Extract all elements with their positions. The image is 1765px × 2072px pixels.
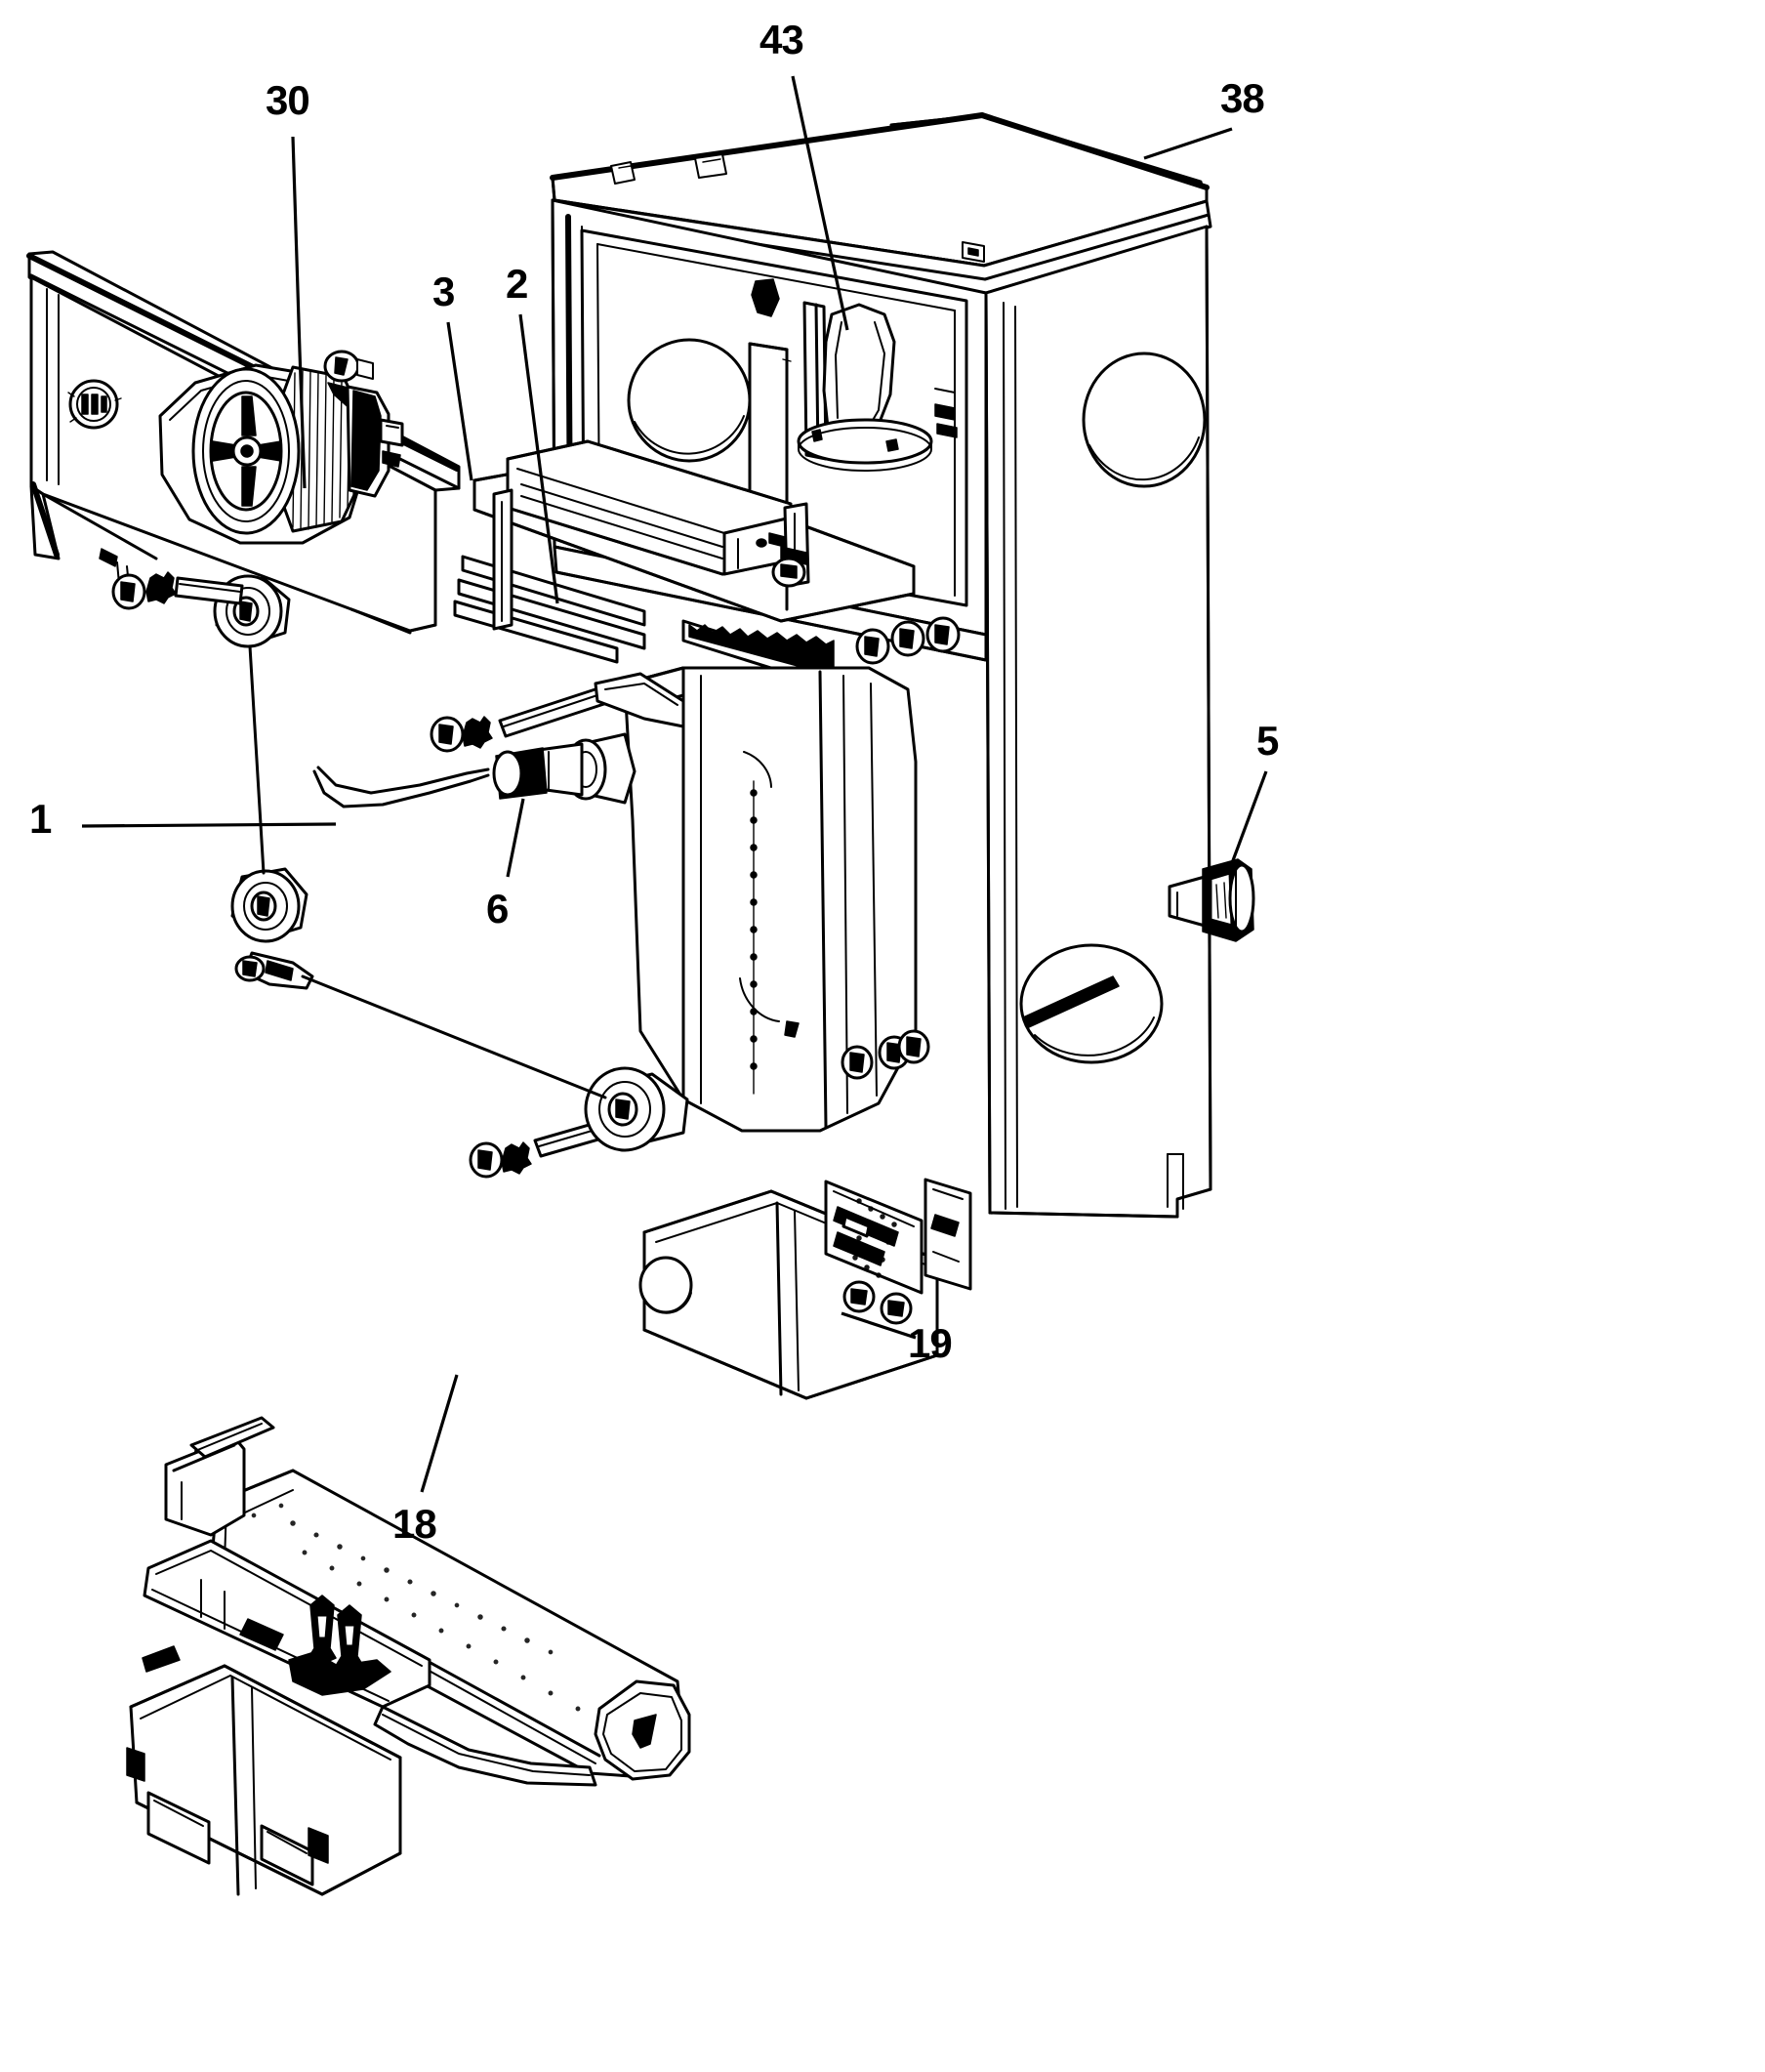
heat-exchanger-assembly: [312, 666, 918, 1179]
callout-label-30: 30: [266, 77, 310, 123]
coil-and-support-assembly: [453, 439, 961, 691]
mount-strap-upper: [594, 672, 685, 728]
inlet-hub: [537, 732, 636, 805]
leader-6: [506, 798, 525, 878]
panel-screw: [323, 350, 374, 383]
leader-5: [1227, 770, 1268, 872]
heat-exchanger-seam: [750, 780, 758, 1095]
inducer-draft-motor: [797, 303, 933, 472]
panel-knockout-grommet: [67, 379, 122, 430]
evaporator-coil: [506, 439, 794, 576]
blower-wheel-assembly: [191, 365, 364, 535]
panel-edge-line: [248, 644, 266, 875]
panel-rollers: [111, 571, 607, 1099]
leader-18: [420, 1374, 459, 1493]
igniter-assembly: [288, 1595, 391, 1696]
cabinet-right-port: [1082, 352, 1207, 488]
burner-feed-tube: [373, 1705, 597, 1787]
callout-label-2: 2: [506, 261, 528, 307]
drain-fitting: [1168, 858, 1255, 942]
burner-tube-stipple: [251, 1503, 581, 1712]
callout-label-3: 3: [432, 269, 455, 314]
coil-bracket-right: [771, 502, 810, 611]
hardware-washers-right: [855, 616, 961, 665]
leader-38: [1143, 127, 1233, 160]
callout-label-19: 19: [908, 1320, 953, 1366]
terminal-speckle: [852, 1198, 897, 1278]
callout-label-43: 43: [759, 17, 804, 62]
cabinet-assembly: [550, 112, 1212, 1219]
callout-label-38: 38: [1220, 75, 1265, 121]
callout-label-1: 1: [29, 796, 52, 842]
leader-2: [518, 313, 559, 604]
leader-43: [791, 75, 849, 331]
burner-clip: [142, 1645, 181, 1673]
wire-harness: [312, 769, 490, 808]
callout-label-6: 6: [486, 886, 509, 932]
lower-pivot-roller: [584, 1066, 689, 1152]
panel-rod-upper: [111, 571, 244, 610]
roller-lower: [230, 867, 308, 943]
gas-valve-block: [126, 1664, 402, 1896]
blower-motor: [346, 385, 404, 498]
control-box-mount-tab: [924, 1178, 972, 1291]
callout-label-5: 5: [1256, 718, 1279, 764]
panel-bracket-lower: [234, 951, 607, 1099]
front-access-panel: [26, 250, 461, 635]
hardware-washers-control: [841, 1029, 930, 1080]
leader-30: [291, 136, 307, 489]
cabinet-back-interior: [551, 198, 988, 662]
leader-lines: [81, 75, 1268, 1493]
burner-assembly: [126, 1416, 691, 1896]
control-box: [638, 1029, 972, 1400]
callout-label-18: 18: [392, 1501, 437, 1547]
leader-1: [81, 822, 337, 828]
leader-3: [446, 321, 473, 481]
burner-end-bracket: [164, 1416, 275, 1537]
grommet-bushing: [492, 747, 548, 800]
leader-19: [841, 1311, 917, 1340]
terminal-block: [824, 1180, 924, 1325]
upper-mount-rod: [430, 682, 621, 753]
